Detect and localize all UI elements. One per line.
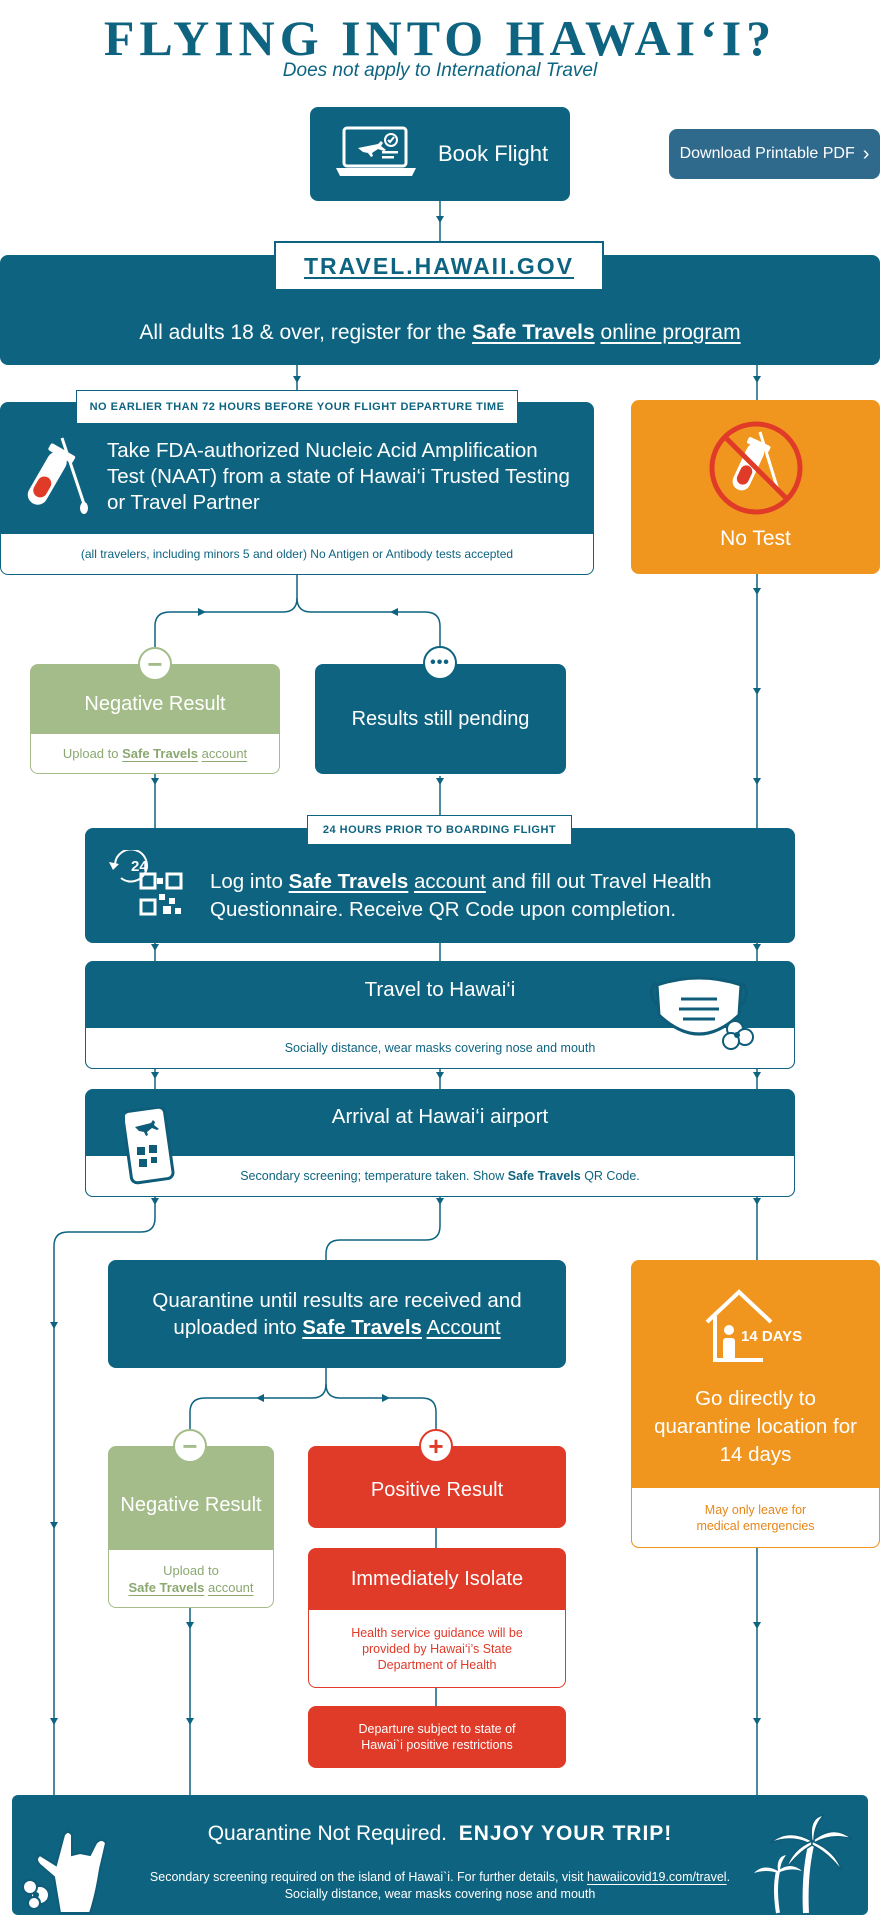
negative-result-upload-note: Upload to Safe Travels account [30, 734, 280, 774]
quarantine-14-days-label: Go directly to quarantine location for 1… [654, 1387, 857, 1466]
quarantine-14-days-box: 14 DAYS Go directly to quarantine locati… [631, 1260, 880, 1548]
naat-test-text: Take FDA-authorized Nucleic Acid Amplifi… [107, 439, 570, 514]
questionnaire-box: 24 Log into Safe Travels account and fil… [85, 828, 795, 943]
questionnaire-timing-tag: 24 HOURS PRIOR TO BOARDING FLIGHT [307, 815, 572, 845]
minus-icon: − [138, 647, 172, 681]
pending-icon: ••• [423, 646, 457, 680]
positive-result-box: Positive Result [308, 1446, 566, 1528]
travel-to-hawaii-note: Socially distance, wear masks covering n… [85, 1028, 795, 1069]
fourteen-days-badge: 14 DAYS [741, 1328, 803, 1345]
safe-travels-brand: Safe Travels [472, 321, 595, 344]
phone-boarding-pass-icon [121, 1105, 175, 1190]
enjoy-your-trip-text: ENJOY YOUR TRIP! [458, 1822, 673, 1845]
immediately-isolate-box: Immediately Isolate [308, 1548, 566, 1610]
enjoy-trip-headline: Quarantine Not Required. ENJOY YOUR TRIP… [12, 1817, 868, 1851]
house-icon [701, 1286, 811, 1371]
quarantine-results-text-pre: Quarantine until results are received an… [152, 1289, 522, 1339]
questionnaire-text-pre: Log into [210, 870, 283, 893]
enjoy-note-2: Socially distance, wear masks covering n… [284, 1887, 596, 1901]
departure-restrictions-box: Departure subject to state of Hawai`i po… [308, 1706, 566, 1768]
travel-to-hawaii-label: Travel to Hawai‘i [364, 978, 516, 1001]
laptop-plane-icon [334, 124, 418, 185]
no-test-box: No Test [631, 400, 880, 574]
questionnaire-text-post: and fill out Travel Health Questionnaire… [210, 870, 712, 921]
register-text: All adults 18 & over, register for the S… [0, 315, 880, 351]
negative-result-upload-note-2: Upload to Safe Travels account [108, 1550, 274, 1608]
palm-tree-icon [748, 1813, 858, 1920]
arrival-note-pre: Secondary screening; temperature taken. … [240, 1169, 505, 1183]
qr-code-icon: 24 [107, 848, 187, 925]
enjoy-trip-note: Secondary screening required on the isla… [12, 1869, 868, 1903]
travel-hawaii-gov-text: TRAVEL.HAWAII.GOV [304, 252, 574, 279]
results-pending-box: Results still pending [315, 664, 566, 774]
register-text-pre: All adults 18 & over, register for the [139, 321, 467, 344]
arrival-note: Secondary screening; temperature taken. … [85, 1156, 795, 1197]
page-title: FLYING INTO HAWAI‘I? [103, 10, 777, 66]
download-pdf-label: Download Printable PDF [679, 145, 855, 162]
travel-hawaii-gov-link[interactable]: TRAVEL.HAWAII.GOV [274, 241, 604, 291]
naat-test-box: Take FDA-authorized Nucleic Acid Amplifi… [0, 402, 594, 575]
quarantine-not-required-text: Quarantine Not Required. [207, 1822, 448, 1845]
quarantine-results-box: Quarantine until results are received an… [108, 1260, 566, 1368]
shaka-hand-icon [20, 1825, 130, 1920]
safe-travels-brand: Safe Travels [507, 1169, 581, 1183]
enjoy-note-pre: Secondary screening required on the isla… [149, 1870, 584, 1884]
safe-travels-brand: Safe Travels [302, 1316, 422, 1339]
naat-test-note: (all travelers, including minors 5 and o… [0, 534, 594, 575]
minus-icon: − [173, 1429, 207, 1463]
mask-icon [647, 971, 757, 1062]
upload-text-post: account [201, 746, 248, 761]
travel-to-hawaii-box: Travel to Hawai‘i Socially distance, wea… [85, 961, 795, 1069]
chevron-right-icon: › [862, 142, 870, 165]
book-flight-box: Book Flight [310, 107, 570, 201]
register-text-post: online program [600, 321, 741, 344]
no-test-icon [708, 420, 804, 521]
safe-travels-link[interactable]: Safe Travels [122, 746, 198, 761]
upload-text-pre: Upload to [62, 746, 119, 761]
arrival-box: Arrival at Hawai‘i airport Secondary scr… [85, 1089, 795, 1197]
quarantine-results-text-post: Account [426, 1316, 501, 1339]
upload-text-pre: Upload to [163, 1563, 219, 1578]
enjoy-trip-box: Quarantine Not Required. ENJOY YOUR TRIP… [12, 1795, 868, 1915]
no-test-label: No Test [720, 527, 791, 550]
arrival-label: Arrival at Hawai‘i airport [331, 1105, 549, 1128]
safe-travels-link[interactable]: Safe Travels [288, 870, 409, 893]
test-tube-icon [18, 436, 88, 521]
clock-24-badge: 24 [131, 858, 148, 875]
safe-travels-link[interactable]: Safe Travels [128, 1580, 205, 1595]
questionnaire-text-mid: account [414, 870, 486, 893]
page-subtitle: Does not apply to International Travel [282, 60, 598, 81]
hawaiicovid19-link[interactable]: hawaiicovid19.com/travel [586, 1870, 727, 1884]
arrival-note-post: QR Code. [584, 1169, 640, 1183]
immediately-isolate-note: Health service guidance will be provided… [308, 1610, 566, 1688]
book-flight-label: Book Flight [438, 141, 549, 166]
quarantine-14-days-note: May only leave for medical emergencies [631, 1488, 880, 1548]
questionnaire-text: Log into Safe Travels account and fill o… [210, 868, 780, 924]
enjoy-note-post: . [726, 1870, 731, 1884]
plus-icon: + [419, 1429, 453, 1463]
naat-timing-tag: NO EARLIER THAN 72 HOURS BEFORE YOUR FLI… [76, 390, 518, 424]
negative-result-box-2: Negative Result [108, 1446, 274, 1550]
download-pdf-button[interactable]: Download Printable PDF › [669, 129, 880, 179]
upload-text-post: account [207, 1580, 254, 1595]
